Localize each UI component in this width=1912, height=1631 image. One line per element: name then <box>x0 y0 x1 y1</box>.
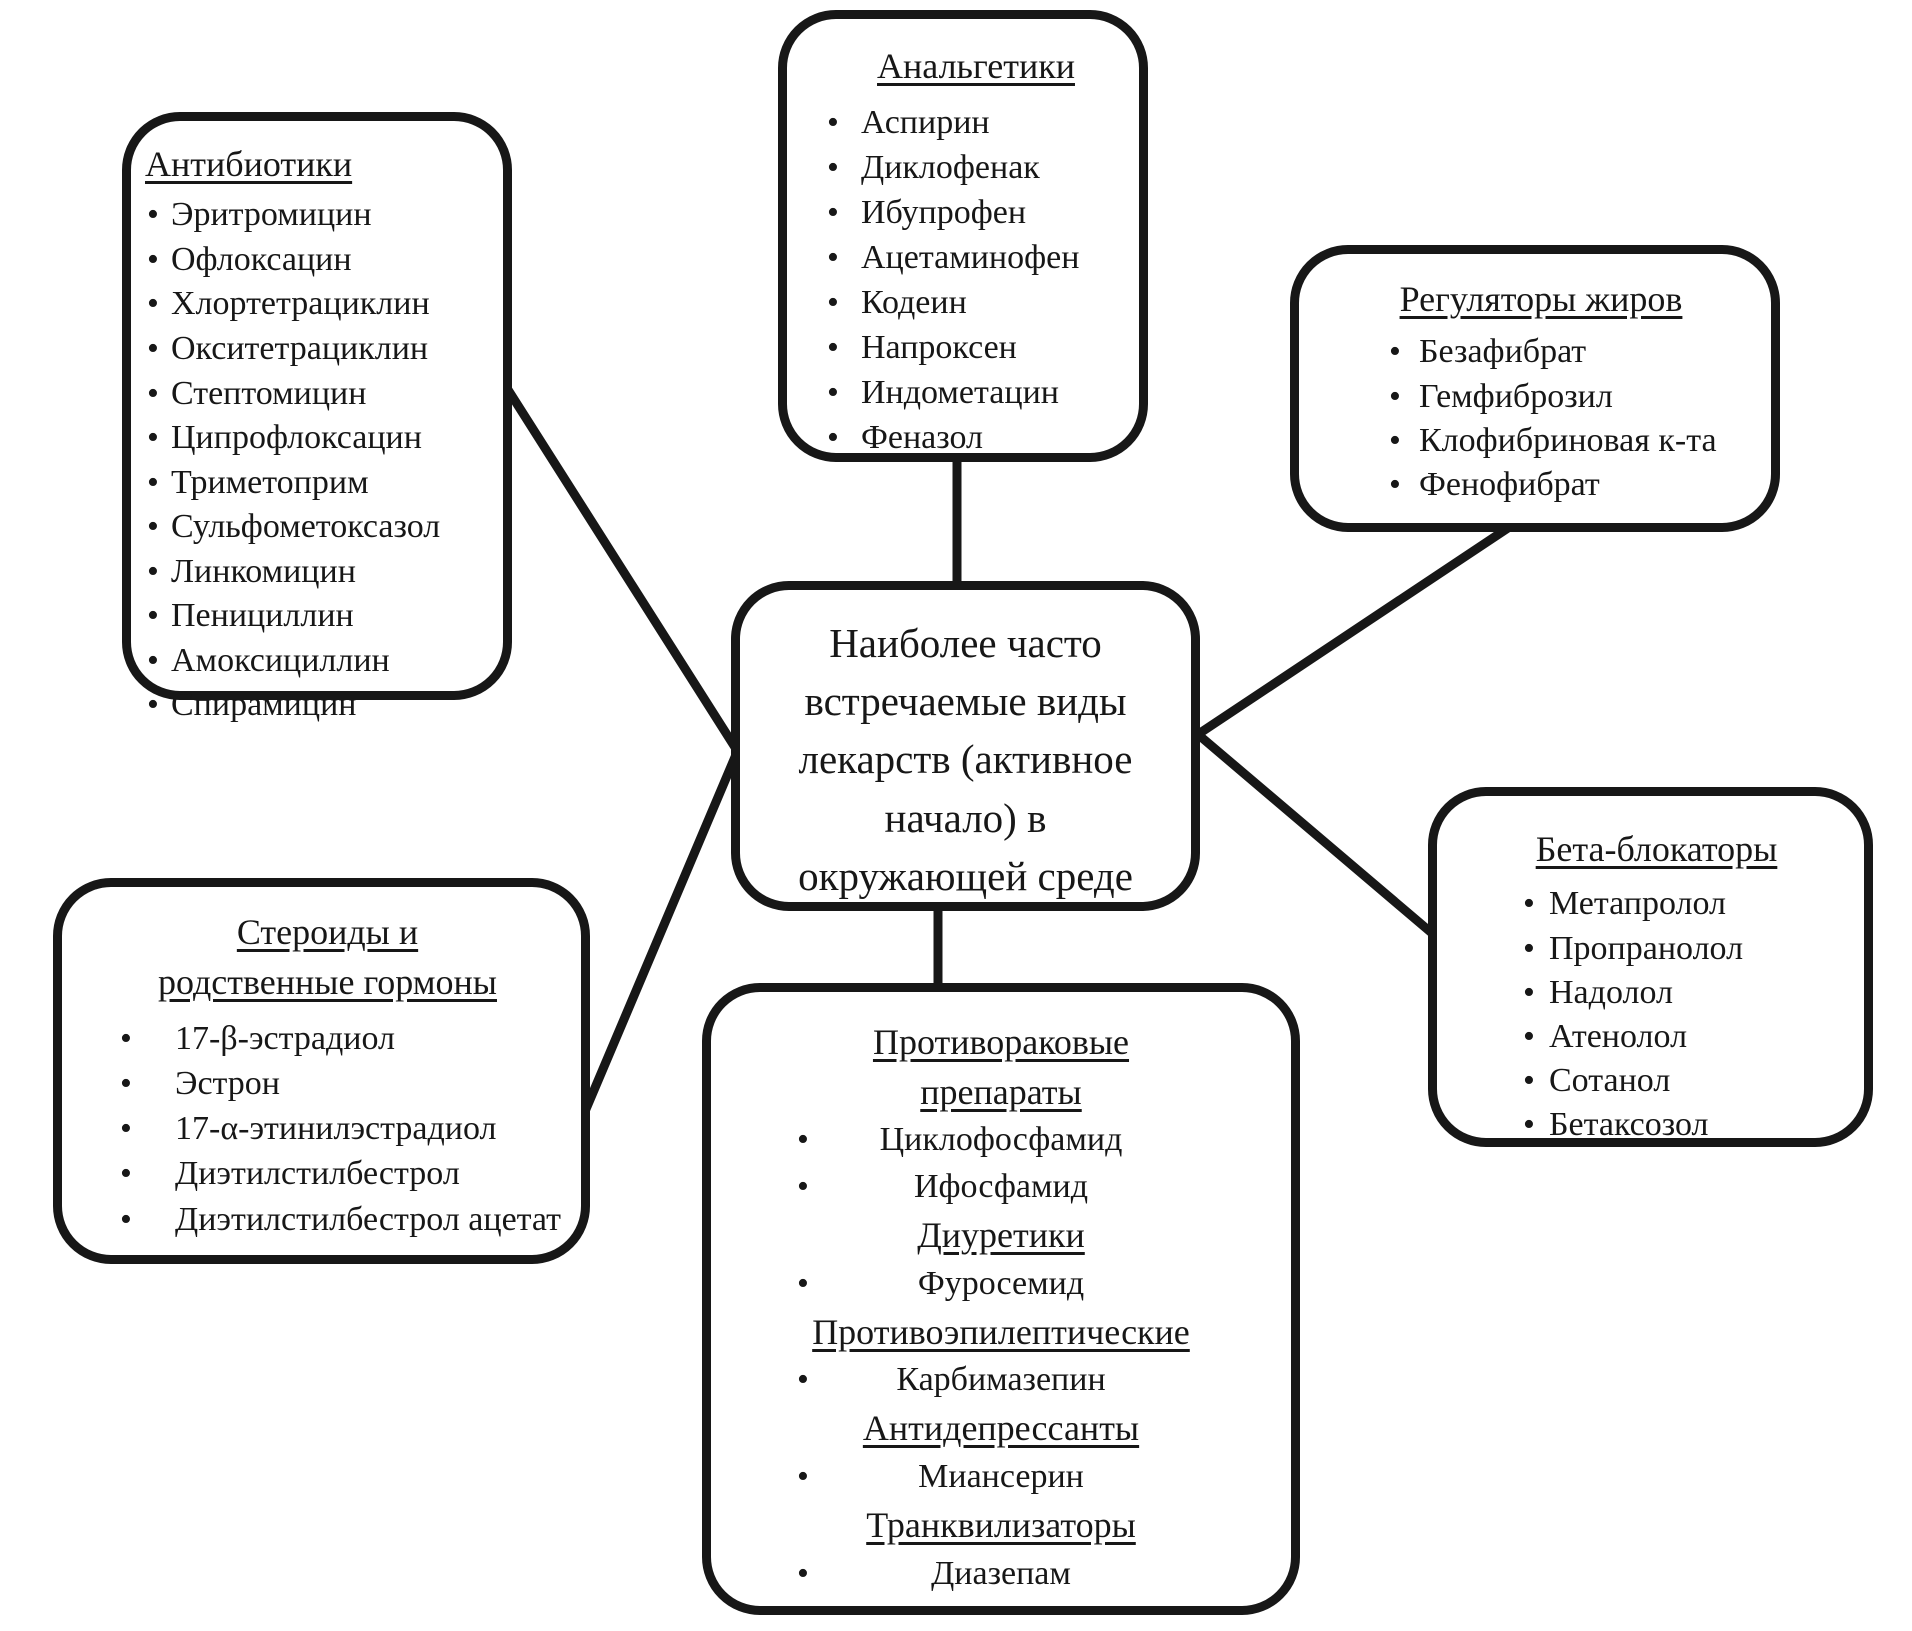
list-item: Диклофенак <box>819 146 1133 191</box>
list-item: Сотанол <box>1455 1059 1858 1103</box>
analgesics-list: Аспирин Диклофенак Ибупрофен Ацетаминофе… <box>819 101 1133 460</box>
list-item: Ацетаминофен <box>819 236 1133 281</box>
list-item: Стептомицин <box>145 372 497 417</box>
node-beta-blockers: Бета-блокаторы Метапролол Пропранолол На… <box>1428 787 1873 1148</box>
list-item: Напроксен <box>819 326 1133 371</box>
beta-blockers-title: Бета-блокаторы <box>1535 829 1778 869</box>
steroids-title: Стероиды и родственные гормоны <box>157 912 497 1003</box>
list-item: Ифосфамид <box>723 1164 1279 1211</box>
anticancer-title: Противораковые препараты <box>872 1022 1130 1112</box>
node-fat-regulators: Регуляторы жиров Безафибрат Гемфиброзил … <box>1290 245 1780 532</box>
antidepressants-title: Антидепрессанты <box>862 1408 1140 1449</box>
list-item: Кодеин <box>819 281 1133 326</box>
node-steroids: Стероиды и родственные гормоны 17-β-эстр… <box>53 878 590 1264</box>
steroids-list: 17-β-эстрадиол Эстрон 17-α-этинилэстради… <box>78 1016 577 1242</box>
list-item: Клофибриновая к-та <box>1319 419 1763 463</box>
list-item: Линкомицин <box>145 550 497 595</box>
list-item: Пенициллин <box>145 594 497 639</box>
list-item: Эритромицин <box>145 193 497 238</box>
list-item: Бетаксозол <box>1455 1103 1858 1147</box>
list-item: Диэтилстилбестрол ацетат <box>78 1197 577 1242</box>
list-item: Гемфиброзил <box>1319 375 1763 419</box>
list-item: Пропранолол <box>1455 927 1858 971</box>
list-item: Амоксициллин <box>145 639 497 684</box>
list-item: 17-α-этинилэстрадиол <box>78 1106 577 1151</box>
antibiotics-title: Антибиотики <box>145 144 353 184</box>
list-item: Окситетрациклин <box>145 327 497 372</box>
list-item: Аспирин <box>819 101 1133 146</box>
list-item: Атенолол <box>1455 1015 1858 1059</box>
list-item: Диазепам <box>723 1551 1279 1598</box>
diuretics-title: Диуретики <box>917 1215 1085 1256</box>
list-item: 17-β-эстрадиол <box>78 1016 577 1061</box>
list-item: Сульфометоксазол <box>145 505 497 550</box>
antiepileptics-title: Противоэпилептические <box>812 1311 1190 1352</box>
list-item: Безафибрат <box>1319 330 1763 374</box>
list-item: Диэтилстилбестрол <box>78 1151 577 1196</box>
list-item: Метапролол <box>1455 882 1858 926</box>
node-misc-drug-groups: Противораковые препараты Циклофосфамид И… <box>702 983 1300 1615</box>
list-item: Хлортетрациклин <box>145 282 497 327</box>
list-item: Феназол <box>819 416 1133 461</box>
node-analgesics: Анальгетики Аспирин Диклофенак Ибупрофен… <box>778 10 1148 462</box>
tranquilizers-title: Транквилизаторы <box>866 1504 1136 1545</box>
list-item: Индометацин <box>819 371 1133 416</box>
beta-blockers-list: Метапролол Пропранолол Надолол Атенолол … <box>1455 882 1858 1147</box>
list-item: Карбимазепин <box>723 1357 1279 1404</box>
list-item: Триметоприм <box>145 461 497 506</box>
list-item: Миансерин <box>723 1454 1279 1501</box>
node-antibiotics: Антибиотики Эритромицин Офлоксацин Хлорт… <box>122 112 512 727</box>
list-item: Фуросемид <box>723 1261 1279 1308</box>
list-item: Фенофибрат <box>1319 463 1763 507</box>
fat-regulators-title: Регуляторы жиров <box>1399 279 1683 319</box>
antibiotics-list: Эритромицин Офлоксацин Хлортетрациклин О… <box>145 193 497 727</box>
connector-fat-regulators-center <box>1189 517 1522 742</box>
connector-beta-blockers-center <box>1189 726 1445 945</box>
list-item: Спирамицин <box>145 683 497 728</box>
connector-steroids-center <box>573 745 743 1133</box>
list-item: Ципрофлоксацин <box>145 416 497 461</box>
list-item: Циклофосфамид <box>723 1117 1279 1164</box>
list-item: Надолол <box>1455 971 1858 1015</box>
center-node: Наиболее часто встречаемые виды лекарств… <box>731 581 1200 911</box>
list-item: Ибупрофен <box>819 191 1133 236</box>
fat-regulators-list: Безафибрат Гемфиброзил Клофибриновая к-т… <box>1319 330 1763 507</box>
analgesics-title: Анальгетики <box>877 46 1075 86</box>
connector-antibiotics-center <box>500 380 743 757</box>
list-item: Офлоксацин <box>145 238 497 283</box>
list-item: Эстрон <box>78 1061 577 1106</box>
